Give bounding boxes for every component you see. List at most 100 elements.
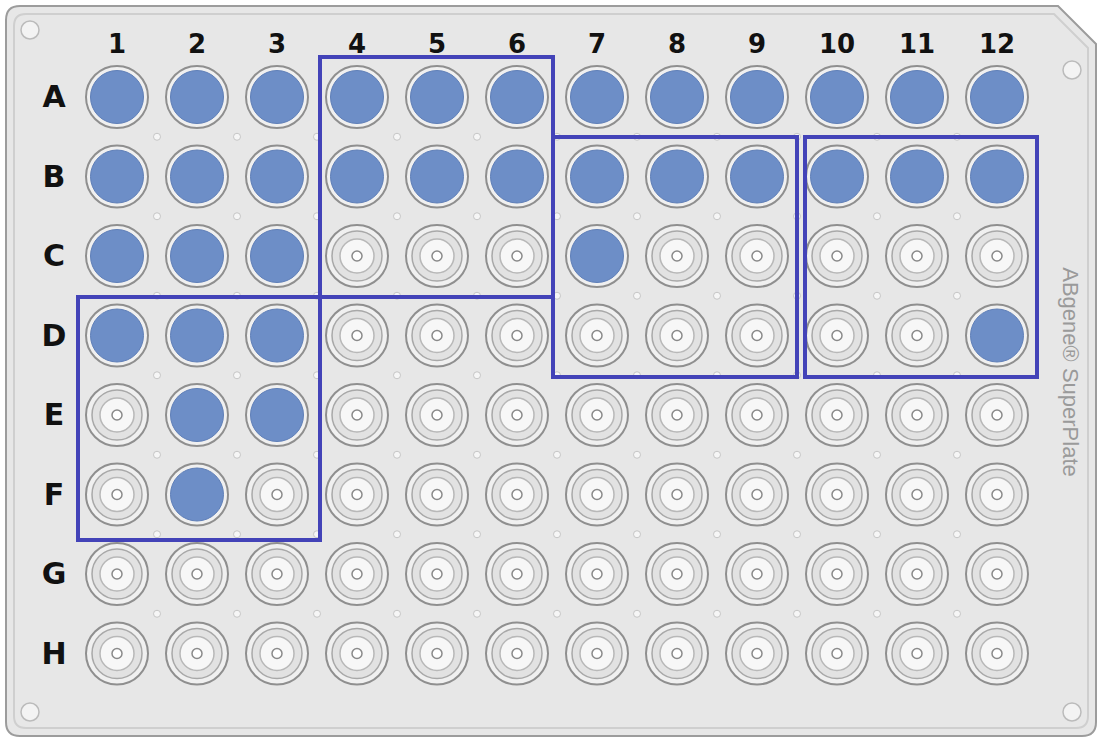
column-number: 9	[748, 31, 766, 57]
well-rim	[886, 225, 948, 287]
well-bottom	[580, 398, 614, 432]
filled-well	[251, 230, 304, 283]
well-rim	[566, 225, 628, 287]
column-number: 2	[188, 31, 206, 57]
well-bottom	[340, 319, 374, 353]
well-center	[432, 490, 442, 500]
corner-hole	[21, 703, 39, 721]
filled-well	[91, 230, 144, 283]
brand-text: ABgene® SuperPlate	[1059, 267, 1081, 476]
well-center	[912, 410, 922, 420]
web-hole	[554, 531, 561, 538]
web-hole	[234, 372, 241, 379]
well-rim	[406, 464, 468, 526]
filled-well	[571, 71, 624, 124]
well-center	[752, 649, 762, 659]
filled-well	[971, 150, 1024, 203]
filled-well	[411, 150, 464, 203]
column-number: 11	[899, 31, 935, 57]
filled-well	[491, 150, 544, 203]
web-hole	[714, 610, 721, 617]
column-number: 3	[268, 31, 286, 57]
row-letter: B	[43, 162, 66, 192]
empty-well	[92, 629, 142, 679]
well-rim	[726, 225, 788, 287]
well-rim	[486, 623, 548, 685]
row-letter: A	[42, 82, 65, 112]
well-bottom	[900, 319, 934, 353]
well-bottom	[580, 319, 614, 353]
well-rim	[326, 146, 388, 208]
well-rim	[806, 543, 868, 605]
well-rim	[486, 305, 548, 367]
well-bottom	[820, 557, 854, 591]
web-hole	[634, 451, 641, 458]
well-rim	[966, 464, 1028, 526]
well-rim	[806, 305, 868, 367]
empty-well	[252, 549, 302, 599]
empty-well	[412, 311, 462, 361]
empty-well	[812, 470, 862, 520]
well-rim	[726, 66, 788, 128]
well-rim	[246, 623, 308, 685]
empty-well	[572, 311, 622, 361]
web-hole	[234, 531, 241, 538]
web-hole	[474, 531, 481, 538]
well-bottom	[500, 557, 534, 591]
well-bottom	[340, 398, 374, 432]
well-center	[832, 649, 842, 659]
web-hole	[954, 213, 961, 220]
empty-well	[972, 549, 1022, 599]
well-bottom	[980, 478, 1014, 512]
well-rim	[806, 146, 868, 208]
well-center	[912, 331, 922, 341]
empty-well	[732, 470, 782, 520]
well-bottom	[260, 557, 294, 591]
empty-well	[332, 311, 382, 361]
filled-well	[171, 230, 224, 283]
empty-well	[412, 390, 462, 440]
empty-well	[492, 231, 542, 281]
well-center	[992, 569, 1002, 579]
well-center	[832, 569, 842, 579]
well-rim	[326, 543, 388, 605]
well-rim	[646, 384, 708, 446]
column-number: 4	[348, 31, 366, 57]
well-center	[592, 410, 602, 420]
empty-well	[492, 470, 542, 520]
web-hole	[794, 451, 801, 458]
filled-well	[91, 71, 144, 124]
empty-well	[812, 231, 862, 281]
filled-well	[171, 150, 224, 203]
web-hole	[234, 213, 241, 220]
well-center	[432, 649, 442, 659]
empty-well	[892, 390, 942, 440]
well-rim	[86, 464, 148, 526]
empty-well	[892, 231, 942, 281]
well-center	[512, 649, 522, 659]
group-outline	[320, 57, 553, 297]
filled-well	[731, 150, 784, 203]
well-bottom	[900, 398, 934, 432]
well-center	[192, 569, 202, 579]
filled-well	[251, 150, 304, 203]
well-rim	[86, 305, 148, 367]
filled-well	[891, 150, 944, 203]
filled-well	[331, 71, 384, 124]
well-center	[512, 251, 522, 261]
well-rim	[166, 66, 228, 128]
well-bottom	[660, 478, 694, 512]
filled-well	[251, 389, 304, 442]
empty-well	[652, 629, 702, 679]
web-hole	[234, 451, 241, 458]
well-bottom	[420, 239, 454, 273]
well-rim	[646, 225, 708, 287]
column-number: 10	[819, 31, 855, 57]
group-outline	[78, 297, 320, 540]
well-rim	[726, 543, 788, 605]
empty-well	[332, 629, 382, 679]
well-bottom	[500, 319, 534, 353]
column-number: 7	[588, 31, 606, 57]
well-center	[112, 410, 122, 420]
